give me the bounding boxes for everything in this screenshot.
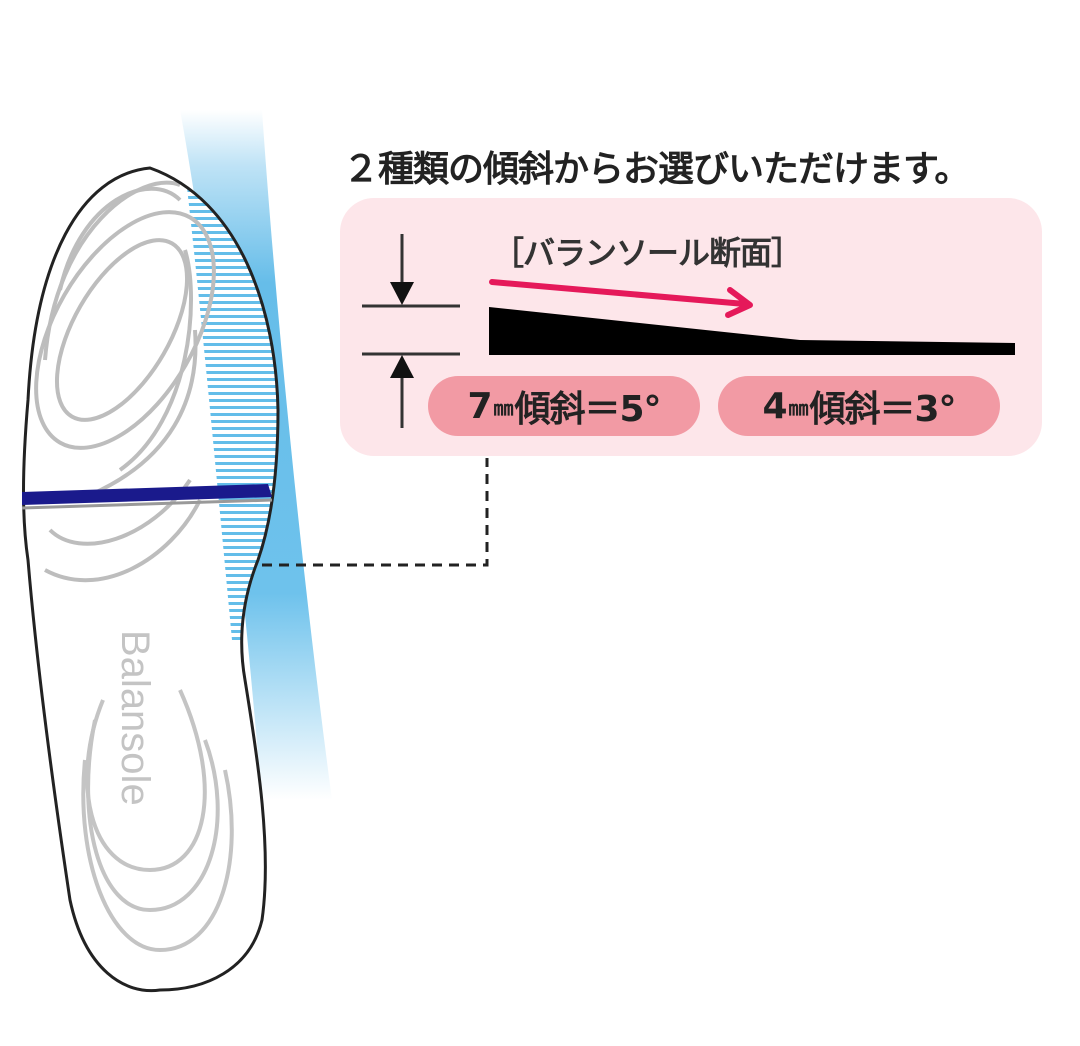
section-cut-line [22, 484, 272, 505]
option-unit: ㎜ [493, 395, 514, 420]
section-title: ［バランソール断面］ [492, 234, 803, 272]
option-7mm-5deg: 7 ㎜ 傾斜＝5° [428, 376, 700, 436]
option-height: 4 [762, 385, 787, 427]
option-height: 7 [467, 385, 492, 427]
option-label: 傾斜＝5° [514, 389, 662, 430]
option-4mm-3deg: 4 ㎜ 傾斜＝3° [718, 376, 1000, 436]
brand-text: Balansole [113, 630, 157, 806]
height-dimension-marks [362, 234, 460, 428]
option-label: 傾斜＝3° [809, 389, 957, 430]
leader-line [262, 458, 489, 567]
forefoot-contours [34, 180, 216, 583]
tilt-direction-arrow-icon [489, 279, 753, 318]
heel-contours [81, 689, 234, 953]
headline: ２種類の傾斜からお選びいただけます。 [343, 149, 970, 190]
option-unit: ㎜ [788, 395, 809, 420]
wedge-shape [489, 307, 1015, 355]
